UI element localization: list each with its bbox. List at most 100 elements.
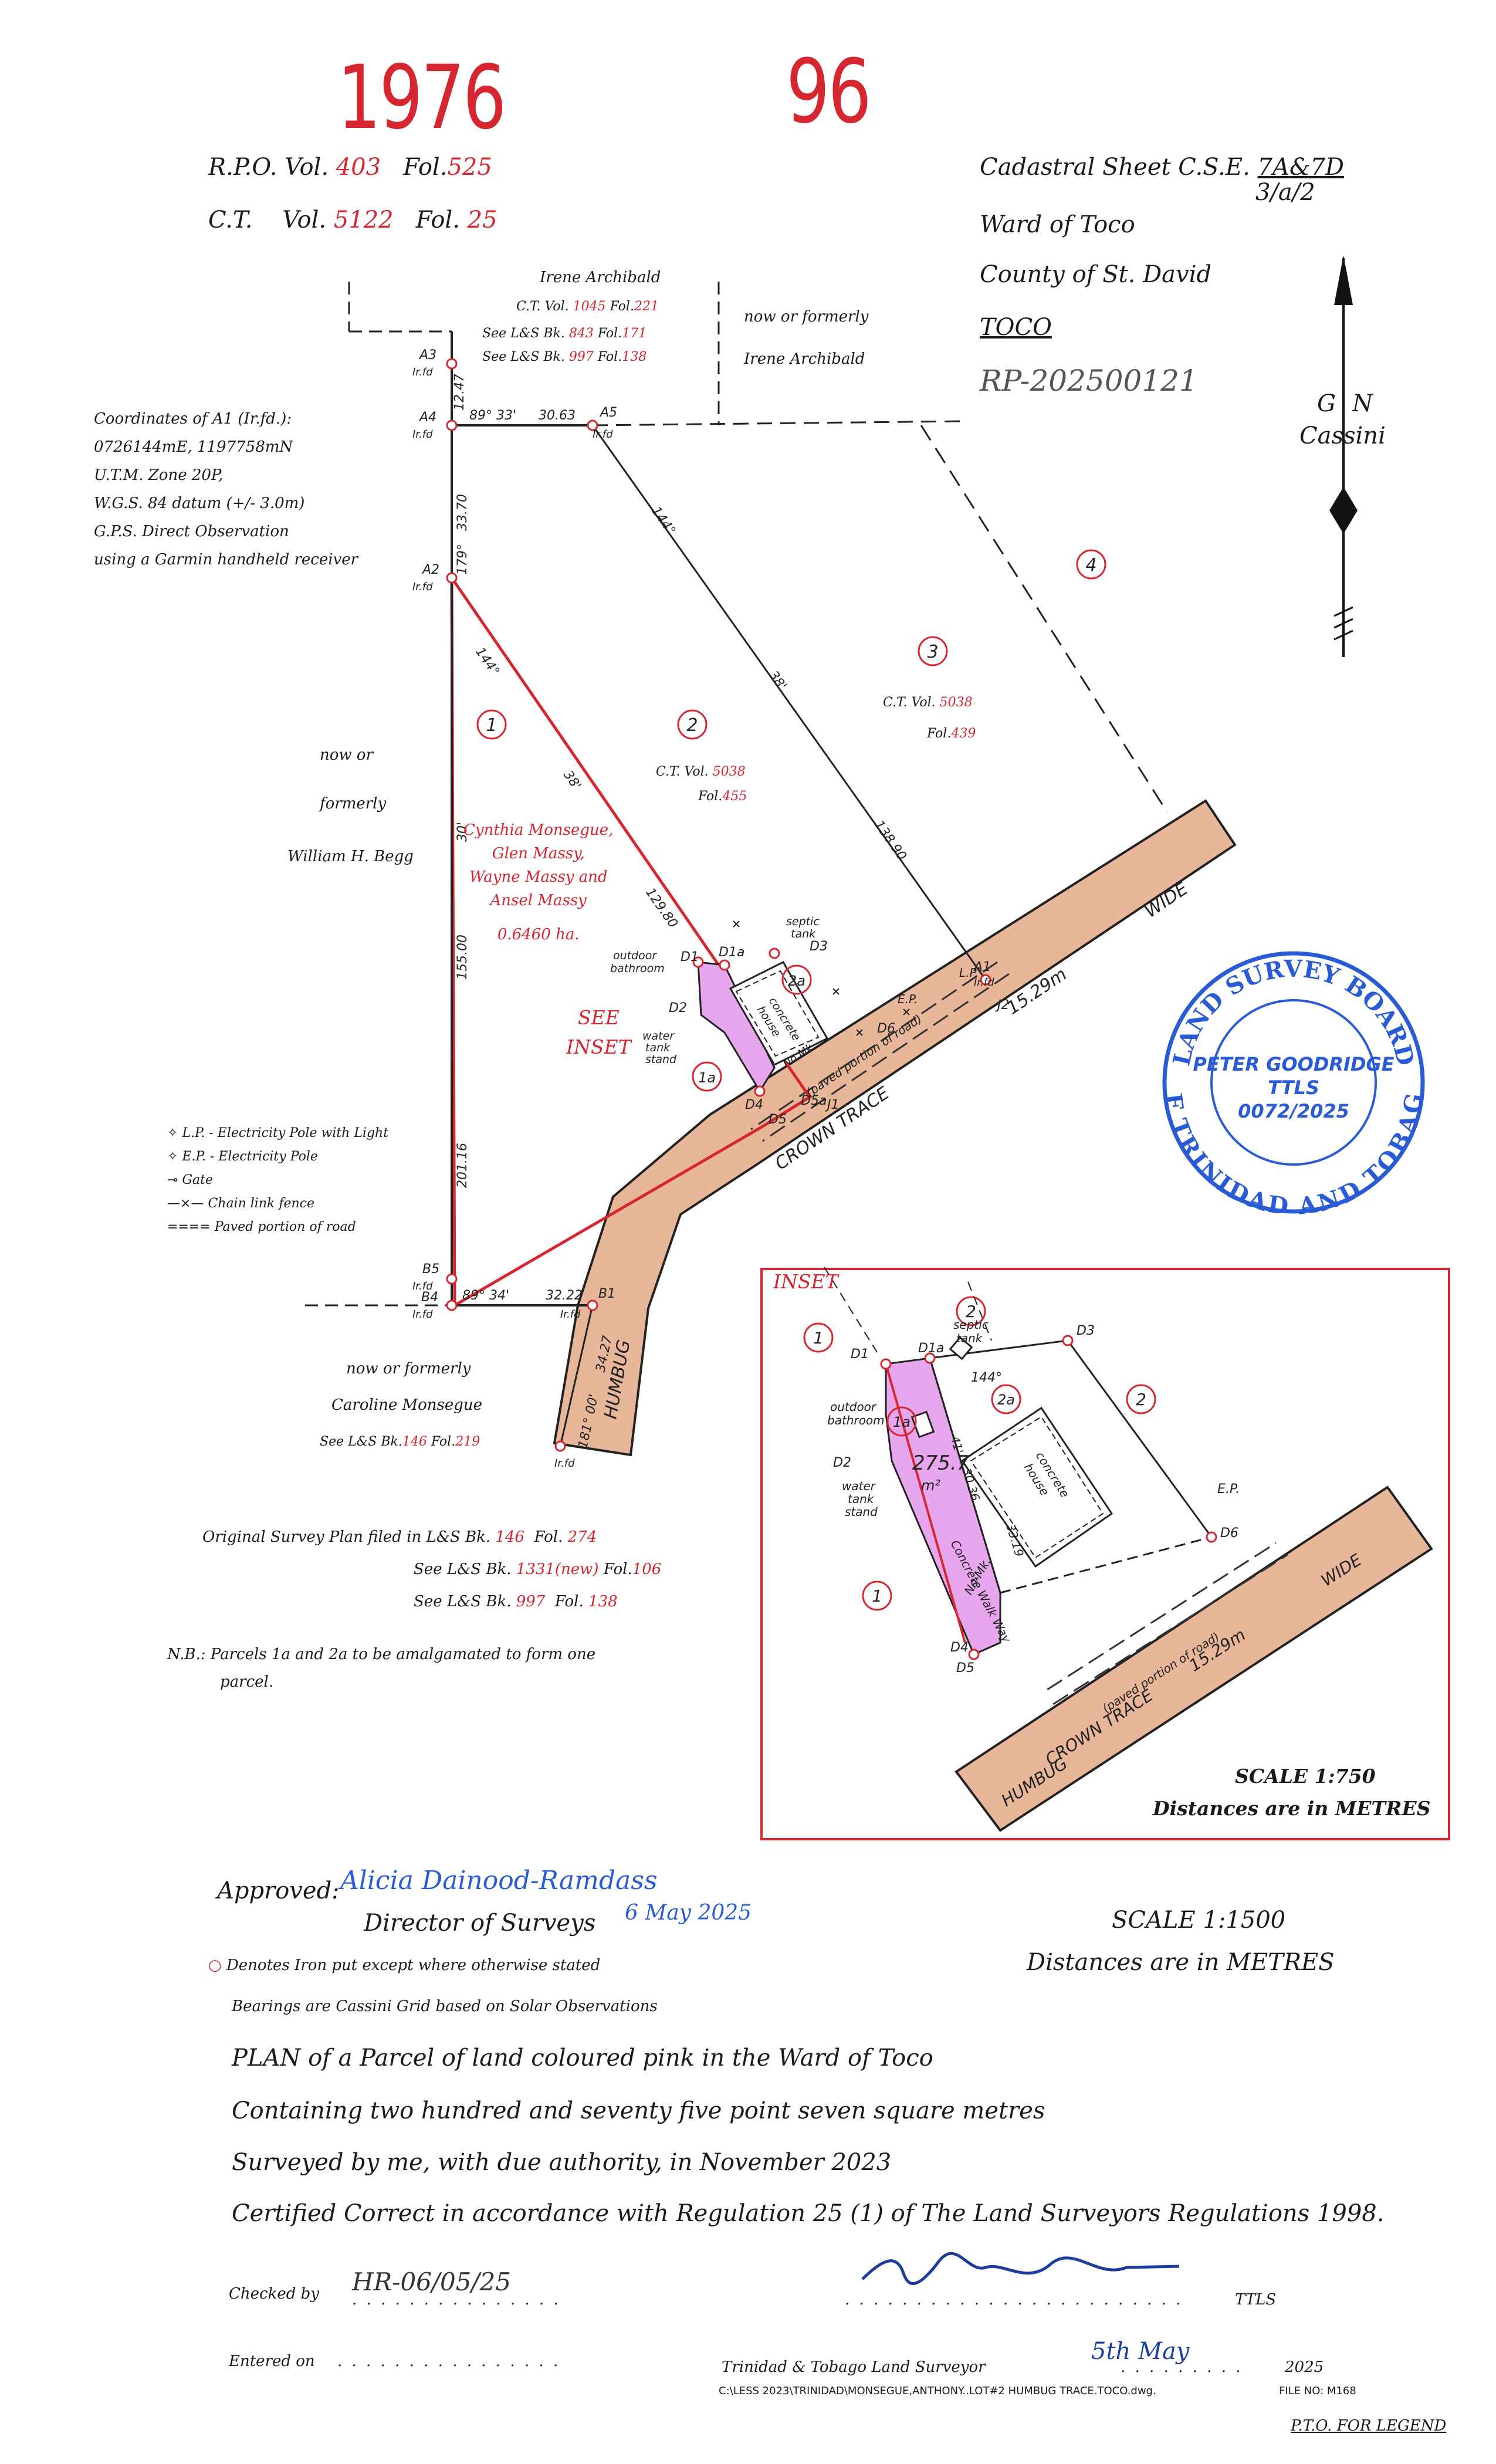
svg-text:water: water xyxy=(842,1479,876,1493)
approved-signature: Alicia Dainood-Ramdass xyxy=(340,1866,658,1896)
director-label: Director of Surveys xyxy=(364,1910,596,1937)
see-note-1: See L&S Bk. 1331(new) Fol.106 xyxy=(414,1561,662,1578)
svg-text:E.P.: E.P. xyxy=(1217,1482,1240,1497)
owner-northeast-2: Irene Archibald xyxy=(744,350,865,368)
legend: ✧ L.P. - Electricity Pole with Light ✧ E… xyxy=(167,1122,388,1239)
north-arrow-icon xyxy=(1329,255,1358,657)
water-tank-label: water xyxy=(642,1030,675,1043)
lp-symbol-icon: ✧ xyxy=(167,1126,178,1140)
inset-panel: 1 2 1a 2a 2 1 D1 D1a D3 D2 D4 D5 D6 E.P.… xyxy=(760,1267,1450,1840)
dist-a2-b5: 155.00 xyxy=(455,935,470,980)
inset-area-unit: m² xyxy=(921,1477,940,1494)
checked-label: Checked by xyxy=(229,2285,319,2303)
svg-text:D2: D2 xyxy=(833,1456,851,1470)
legend-paved: ==== Paved portion of road xyxy=(167,1220,356,1234)
checked-dots: . . . . . . . . . . . . . . . xyxy=(352,2291,561,2309)
point-b4: B4 xyxy=(421,1290,438,1305)
iron-note: ○ Denotes Iron put except where otherwis… xyxy=(208,1957,601,1974)
sheet-number: 1976 xyxy=(337,47,506,149)
svg-text:Ir.fd: Ir.fd xyxy=(554,1457,575,1470)
year: 2025 xyxy=(1285,2358,1324,2376)
point-a4: A4 xyxy=(418,410,436,425)
point-d1a: D1a xyxy=(719,945,744,960)
bearing-diag-1-min: 38' xyxy=(560,768,584,793)
inset-area: 275.7 xyxy=(912,1451,970,1475)
point-j1: J1 xyxy=(825,1098,840,1112)
stamp-name: PETER GOODRIDGE xyxy=(1193,1053,1394,1075)
iron-marker-icon: ○ xyxy=(208,1957,222,1974)
surveyor-label: Trinidad & Tobago Land Surveyor xyxy=(722,2358,986,2376)
legend-lp: ✧ L.P. - Electricity Pole with Light xyxy=(167,1126,389,1140)
septic-label: septic xyxy=(786,915,820,928)
point-b1: B1 xyxy=(598,1287,615,1301)
bearing-diag-2-min: 38' xyxy=(766,668,789,693)
svg-text:D4: D4 xyxy=(950,1640,969,1655)
svg-text:144°: 144° xyxy=(971,1370,1002,1385)
bearings-note: Bearings are Cassini Grid based on Solar… xyxy=(232,1998,658,2015)
inset-title: INSET xyxy=(773,1270,838,1293)
svg-text:stand: stand xyxy=(645,1053,677,1066)
land-survey-board-stamp: LAND SURVEY BOARD OF TRINIDAD AND TOBAGO… xyxy=(1159,947,1429,1217)
cadastral-sheet: Cadastral Sheet C.S.E. 7A&7D xyxy=(980,154,1344,181)
point-d5: D5 xyxy=(769,1112,787,1127)
original-survey-note: Original Survey Plan filed in L&S Bk. 14… xyxy=(202,1528,597,1546)
approved-date: 6 May 2025 xyxy=(625,1901,752,1925)
entered-label: Entered on xyxy=(229,2353,315,2370)
containing-line: Containing two hundred and seventy five … xyxy=(232,2097,1045,2124)
owner-west-3: William H. Begg xyxy=(287,848,414,865)
svg-text:tank: tank xyxy=(645,1041,671,1054)
owner-north-ct: C.T. Vol. 1045 Fol.221 xyxy=(516,299,659,314)
owner-south-1: now or formerly xyxy=(346,1360,471,1377)
svg-text:Ir.fd: Ir.fd xyxy=(412,366,433,378)
inset-parcel-1a: 1a xyxy=(893,1414,911,1430)
north-n: N xyxy=(1352,390,1373,417)
svg-text:D6: D6 xyxy=(1220,1526,1238,1541)
point-j2: J2 xyxy=(995,998,1010,1013)
ward: Ward of Toco xyxy=(980,211,1135,238)
bearing-a4-a5: 89° 33' xyxy=(469,408,516,423)
sheet-number-2: 96 xyxy=(786,41,872,143)
point-d5a: D5a xyxy=(801,1094,827,1108)
svg-text:stand: stand xyxy=(845,1505,878,1519)
road-crown-trace xyxy=(553,799,1237,1457)
concrete-house-main xyxy=(729,961,829,1066)
entered-dots: . . . . . . . . . . . . . . . . xyxy=(337,2353,561,2370)
svg-text:LAND SURVEY BOARD: LAND SURVEY BOARD xyxy=(1167,955,1419,1068)
ttls-label: TTLS xyxy=(1235,2291,1277,2309)
parcel-1-owners: Cynthia Monsegue, Glen Massy, Wayne Mass… xyxy=(463,821,614,943)
north-label: Cassini xyxy=(1299,422,1386,449)
bearing-diag-1: 144° xyxy=(472,645,502,679)
svg-text:D1: D1 xyxy=(851,1347,869,1362)
checked-value: HR-06/05/25 xyxy=(352,2267,512,2296)
parcel-1-label: 1 xyxy=(486,715,497,736)
parcel-2-label: 2 xyxy=(686,715,698,736)
owner-south-2: Caroline Monsegue xyxy=(331,1396,483,1414)
see-note-2: See L&S Bk. 997 Fol. 138 xyxy=(414,1593,618,1610)
svg-text:septic: septic xyxy=(953,1318,989,1332)
cadastral-ref-2: 3/a/2 xyxy=(1255,179,1315,206)
svg-text:Ir.fd: Ir.fd xyxy=(412,581,433,593)
point-a3: A3 xyxy=(418,348,436,363)
paved-symbol-icon: ==== xyxy=(167,1220,211,1234)
svg-text:Ir.fd: Ir.fd xyxy=(560,1308,581,1321)
surveyor-day: 5th May xyxy=(1091,2338,1190,2365)
owner-west-2: formerly xyxy=(320,795,387,813)
svg-text:tank: tank xyxy=(956,1331,983,1345)
inset-scale: SCALE 1:750 xyxy=(1235,1765,1376,1788)
surveyor-signature-icon xyxy=(861,2252,1180,2285)
bearing-diag-2: 144° xyxy=(648,504,678,538)
survey-plan: 1 2 3 4 1a 2a A3 Ir.fd A4 Ir.fd A5 Ir.fd… xyxy=(305,282,1237,1470)
file-no: FILE NO: M168 xyxy=(1279,2385,1356,2397)
pto-legend: P.T.O. FOR LEGEND xyxy=(1291,2417,1447,2435)
dist-a3-a4: 12.47 xyxy=(452,374,467,411)
dist-a2-d1: 129.80 xyxy=(642,885,681,930)
point-d2: D2 xyxy=(669,1001,687,1016)
dist-a4-a5: 30.63 xyxy=(539,408,576,423)
certified-line: Certified Correct in accordance with Reg… xyxy=(232,2200,1385,2227)
stamp-top: LAND SURVEY BOARD xyxy=(1167,955,1419,1068)
ep-symbol-icon: ✧ xyxy=(167,1149,178,1164)
point-d4: D4 xyxy=(745,1098,763,1112)
point-a2: A2 xyxy=(421,563,439,577)
parcel-2-fol: Fol.455 xyxy=(698,789,747,804)
county: County of St. David xyxy=(980,261,1212,288)
